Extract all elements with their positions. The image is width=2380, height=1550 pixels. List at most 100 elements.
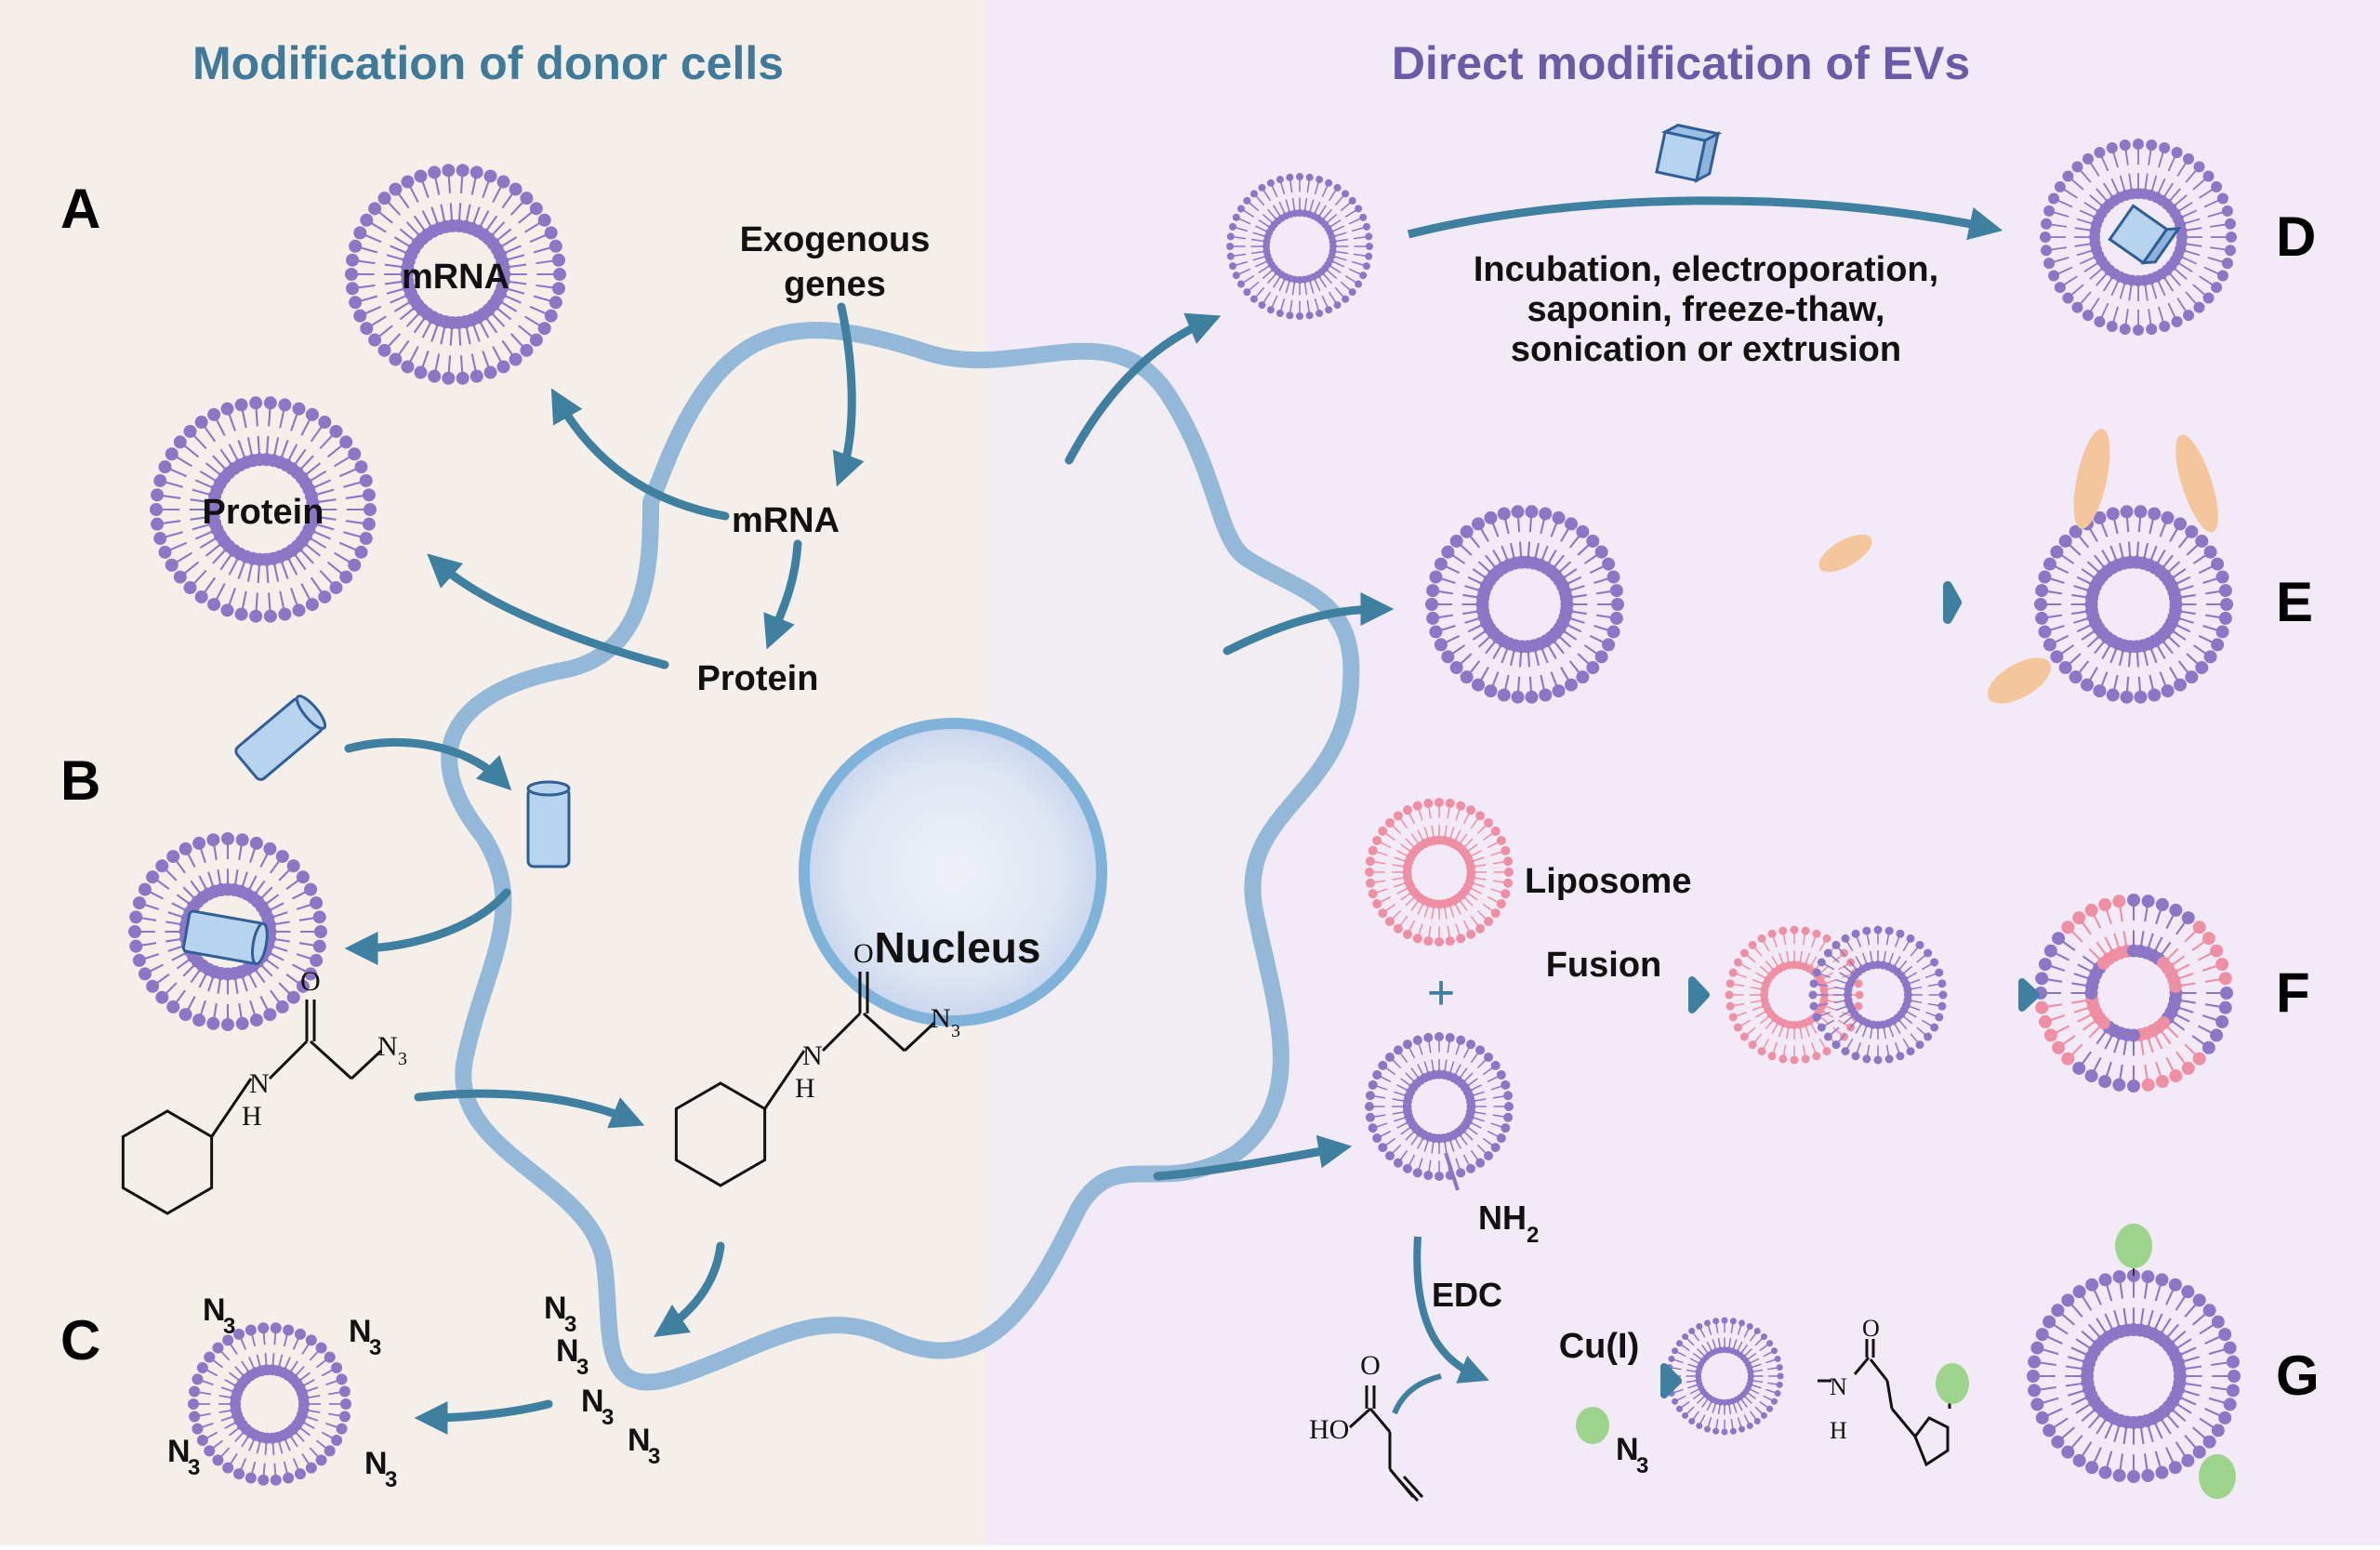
membrane-azide-1: N3 [544,1291,576,1337]
svg-text:3: 3 [369,1335,381,1360]
vesicle-a-mrna [345,164,566,385]
arrow-click-head [1660,1363,1682,1398]
svg-text:3: 3 [648,1444,660,1469]
antibody-top-left [2073,429,2110,529]
arrow-mrna-to-vesicle [550,388,730,521]
azide-n: N [931,1003,951,1034]
panel-b-cargo [181,695,571,966]
benzene-ring [674,1081,767,1187]
vesicle-d-empty [1226,173,1373,320]
panel-d: Incubation, electroporation, saponin, fr… [1407,124,2182,369]
svg-text:N: N [628,1423,651,1458]
conjugate-oxygen: O [1862,1315,1880,1342]
panel-letter-d: D [2276,205,2316,268]
azide-sub: 3 [951,1021,960,1041]
cargo-cylinder-inside [526,780,571,868]
membrane-azide-3: N3 [581,1384,614,1430]
amine-tether [1444,1152,1460,1191]
svg-text:N: N [203,1292,226,1328]
svg-text:NH: NH [1478,1199,1527,1237]
hybrid-vesicle [2034,894,2233,1093]
arrow-cargo-to-vesicle [344,888,511,965]
cell-mrna-label: mRNA [732,501,840,540]
panel-letter-e: E [2276,571,2313,633]
arrow-fusion-head [1688,976,1710,1013]
membrane-azides: N3 N3 N3 N3 [544,1291,660,1469]
svg-text:N: N [581,1384,604,1419]
arrow-azide-into-cell [414,1089,645,1129]
vesicle-f-ev [1365,1032,1514,1181]
arrow-to-panel-d [1064,312,1222,465]
conjugate-ligand [1936,1363,1969,1404]
arrow-cargo-into-cell [344,737,512,791]
svg-text:N: N [556,1333,579,1369]
azide-n: N [377,1031,398,1062]
plus-sign: + [1427,966,1455,1020]
antibody-bottom-left [1987,657,2052,704]
liposome [1365,798,1514,947]
svg-text:3: 3 [385,1467,397,1492]
arrow-to-membrane-azides [654,1241,725,1337]
panel-letter-b: B [60,749,100,812]
loading-methods-line-3: sonication or extrusion [1511,330,1901,369]
nucleus [799,718,1107,1027]
svg-text:N: N [1616,1432,1639,1467]
loading-methods-line-2: saponin, freeze-thaw, [1527,290,1885,329]
vesicle-azide-top-right: N3 [349,1314,381,1360]
vesicles-layer [128,139,2241,1486]
vesicle-azide-top-left: N3 [203,1292,235,1339]
arrow-loading [1407,196,2003,241]
amine-group: NH 2 [1478,1199,1539,1248]
svg-text:N: N [349,1314,372,1349]
vesicle-azide-bottom-left: N3 [167,1434,200,1480]
panel-letter-a: A [60,178,100,240]
amide-nitrogen: N [802,1040,823,1071]
svg-text:N: N [364,1446,388,1481]
benzene-ring [121,1109,214,1215]
cell-protein-label: Protein [697,659,819,698]
conjugate-nitrogen: N [1830,1373,1847,1400]
vesicle-e-antibody [2034,505,2233,704]
antibody-free [1818,534,1872,573]
panel-letter-g: G [2276,1345,2320,1407]
fusing-ev [1808,925,1948,1065]
fusion-label: Fusion [1546,946,1662,985]
azide-sub: 3 [398,1049,407,1069]
svg-text:3: 3 [1636,1453,1648,1478]
vesicle-e-empty [1425,505,1624,704]
left-title: Modification of donor cells [192,37,784,89]
cargo-cube-in-vesicle [2108,204,2182,265]
arrow-mrna-to-protein [763,539,802,650]
svg-text:2: 2 [1527,1223,1539,1248]
vesicle-a-protein-label: Protein [203,493,324,532]
vesicle-g-ligand-top [2115,1224,2152,1268]
exogenous-genes-label-1: Exogenous [740,220,931,259]
vesicle-azide-bottom-right: N3 [364,1446,397,1492]
arrow-to-panel-fg [1153,1134,1353,1181]
cargo-cylinder-in-vesicle [181,909,269,966]
arrow-genes-to-mrna [832,302,865,487]
triazole-conjugate [1818,1339,1951,1467]
ligand-azide: N 3 [1616,1432,1648,1478]
nucleus-label: Nucleus [875,923,1041,972]
arrow-to-panel-e [1223,592,1395,656]
vesicle-c-azide [188,1322,351,1486]
acid-hydroxyl: HO [1309,1414,1349,1445]
antibody-top-right [2175,434,2218,533]
panel-g: NH 2 EDC O HO Cu(I) N 3 [1309,1152,2236,1503]
amide-hydrogen: H [795,1073,815,1104]
vesicle-g-final [2027,1269,2241,1483]
exogenous-genes-label-2: genes [784,265,886,304]
panel-letter-c: C [60,1309,100,1371]
loading-methods-line-1: Incubation, electroporation, [1474,250,1938,289]
right-title: Direct modification of EVs [1392,37,1970,89]
vesicle-a-protein [150,396,377,623]
panel-e [1692,429,2218,704]
svg-text:3: 3 [576,1355,588,1380]
svg-text:3: 3 [564,1312,576,1337]
amide-hydrogen: H [242,1101,262,1132]
